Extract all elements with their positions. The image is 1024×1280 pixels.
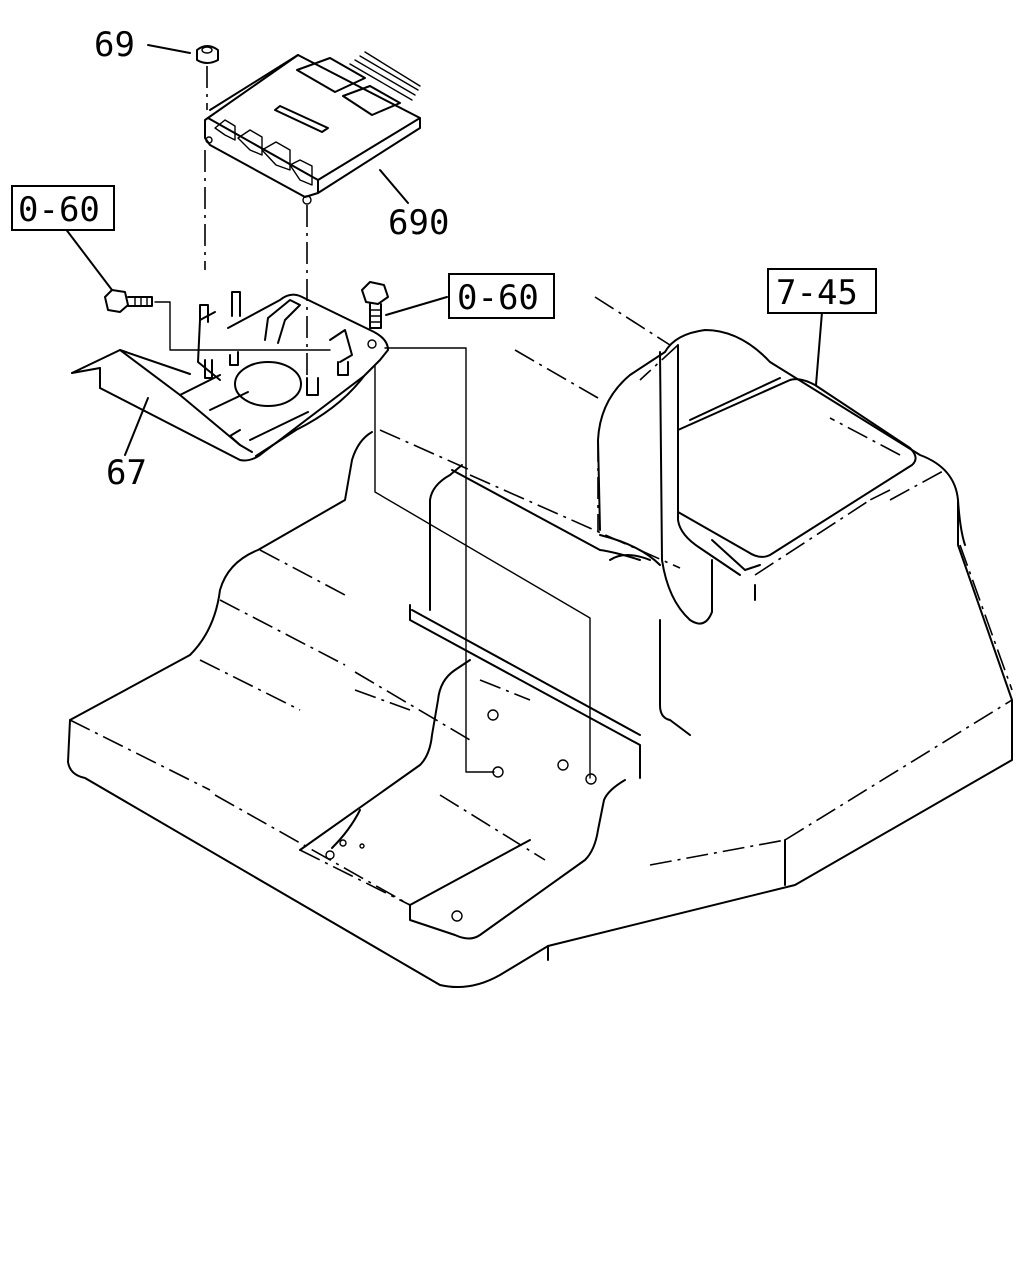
leader-69 — [147, 44, 191, 54]
ref-box-bolt-right — [448, 273, 555, 319]
leader-7-45 — [815, 311, 823, 386]
bolt-left — [104, 289, 153, 313]
ref-box-bolt-left — [11, 185, 115, 231]
bracket — [71, 291, 389, 462]
bolt-right — [361, 281, 389, 329]
leader-67 — [124, 397, 149, 456]
callout-67: 67 — [106, 453, 147, 493]
cab-floor — [67, 296, 1013, 988]
nut-69 — [196, 45, 219, 64]
phantom-right-hole — [374, 364, 591, 779]
ref-cab-floor: 7-45 — [776, 273, 858, 313]
leader-bolt-right — [385, 296, 448, 316]
leader-690 — [379, 169, 409, 204]
callout-69: 69 — [94, 25, 135, 65]
ref-bolt-left: 0-60 — [18, 190, 100, 230]
leader-bolt-left — [64, 227, 113, 291]
phantom-bolt-right — [384, 347, 495, 773]
callout-690: 690 — [388, 203, 449, 243]
ref-bolt-right: 0-60 — [457, 278, 539, 318]
controller-unit — [204, 51, 421, 205]
ref-box-cab-floor — [767, 268, 877, 314]
phantom-bolt-left — [154, 301, 331, 351]
